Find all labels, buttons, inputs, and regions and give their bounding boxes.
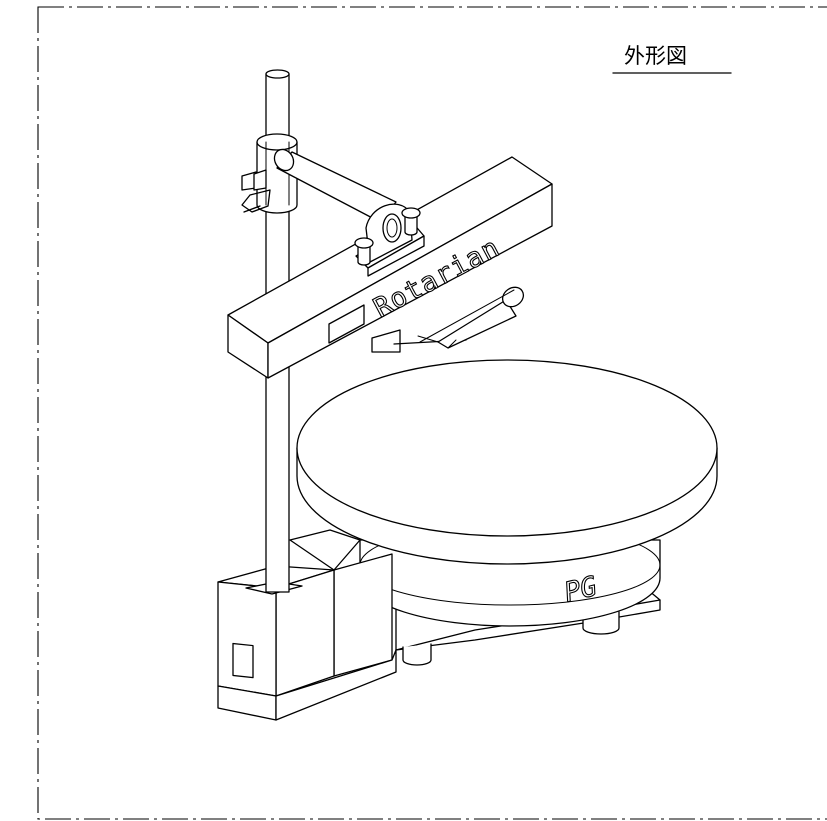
drawing-title: 外形図	[624, 44, 687, 68]
beam-display	[328, 304, 365, 344]
sheet-border	[37, 6, 827, 820]
beam-mount	[354, 203, 425, 277]
stylus-holder	[417, 286, 525, 349]
clamp-lever	[241, 169, 271, 213]
base-foot	[402, 643, 432, 666]
turntable	[296, 359, 718, 627]
cross-bar	[273, 148, 397, 223]
rear-housing	[289, 529, 361, 571]
turntable-top	[296, 359, 718, 537]
front-display	[232, 642, 254, 679]
controller-box	[217, 553, 397, 721]
